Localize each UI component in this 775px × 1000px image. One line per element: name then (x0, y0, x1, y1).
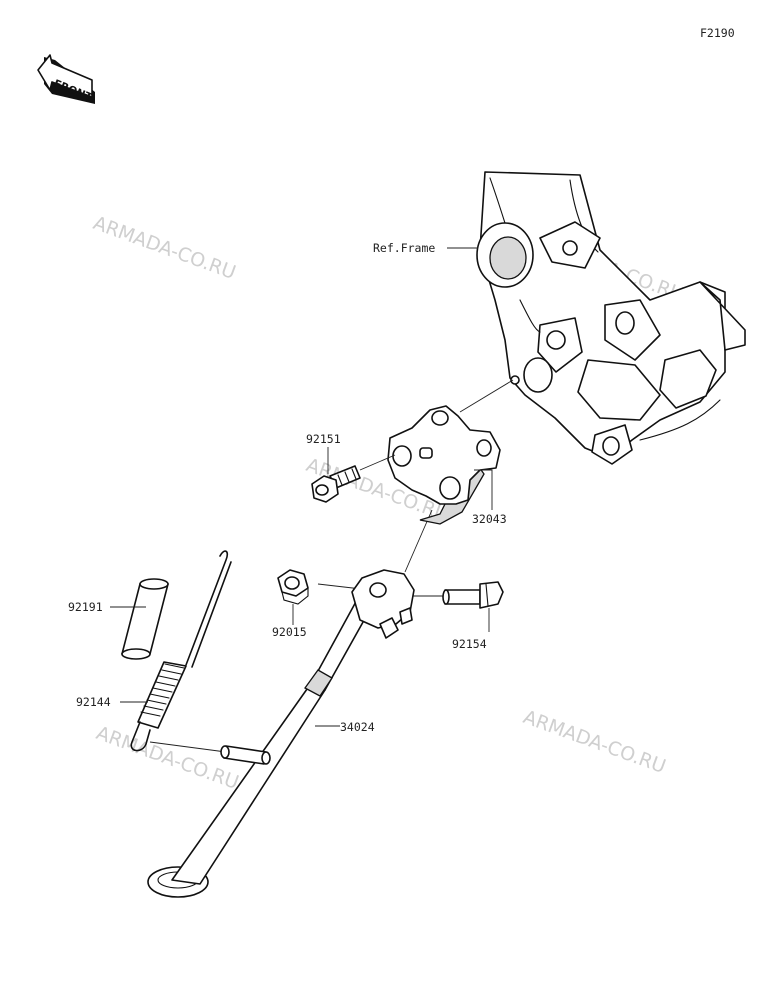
bolt-92154 (412, 581, 504, 609)
label-92015: 92015 (272, 625, 307, 639)
watermark-5: ARMADA-CO.RU (93, 722, 241, 794)
label-92144: 92144 (76, 695, 111, 709)
label-ref-frame: Ref.Frame (373, 241, 435, 255)
nut-92015 (277, 569, 371, 605)
bolt-92151 (311, 454, 396, 503)
label-92154: 92154 (452, 637, 487, 651)
pin (149, 741, 271, 765)
spring-coils (140, 663, 185, 717)
side-stand-34024 (147, 569, 415, 898)
label-32043: 32043 (472, 512, 507, 526)
front-arrow-icon: FRONT (37, 54, 95, 104)
label-34024: 34024 (340, 720, 375, 734)
watermark-4: ARMADA-CO.RU (520, 706, 668, 778)
figure-code: F2190 (700, 26, 735, 40)
frame-assembly (476, 171, 746, 465)
bracket-32043 (387, 405, 501, 525)
label-92191: 92191 (68, 600, 103, 614)
watermark-1: ARMADA-CO.RU (90, 212, 238, 284)
label-92151: 92151 (306, 432, 341, 446)
collar-92191 (121, 578, 169, 660)
